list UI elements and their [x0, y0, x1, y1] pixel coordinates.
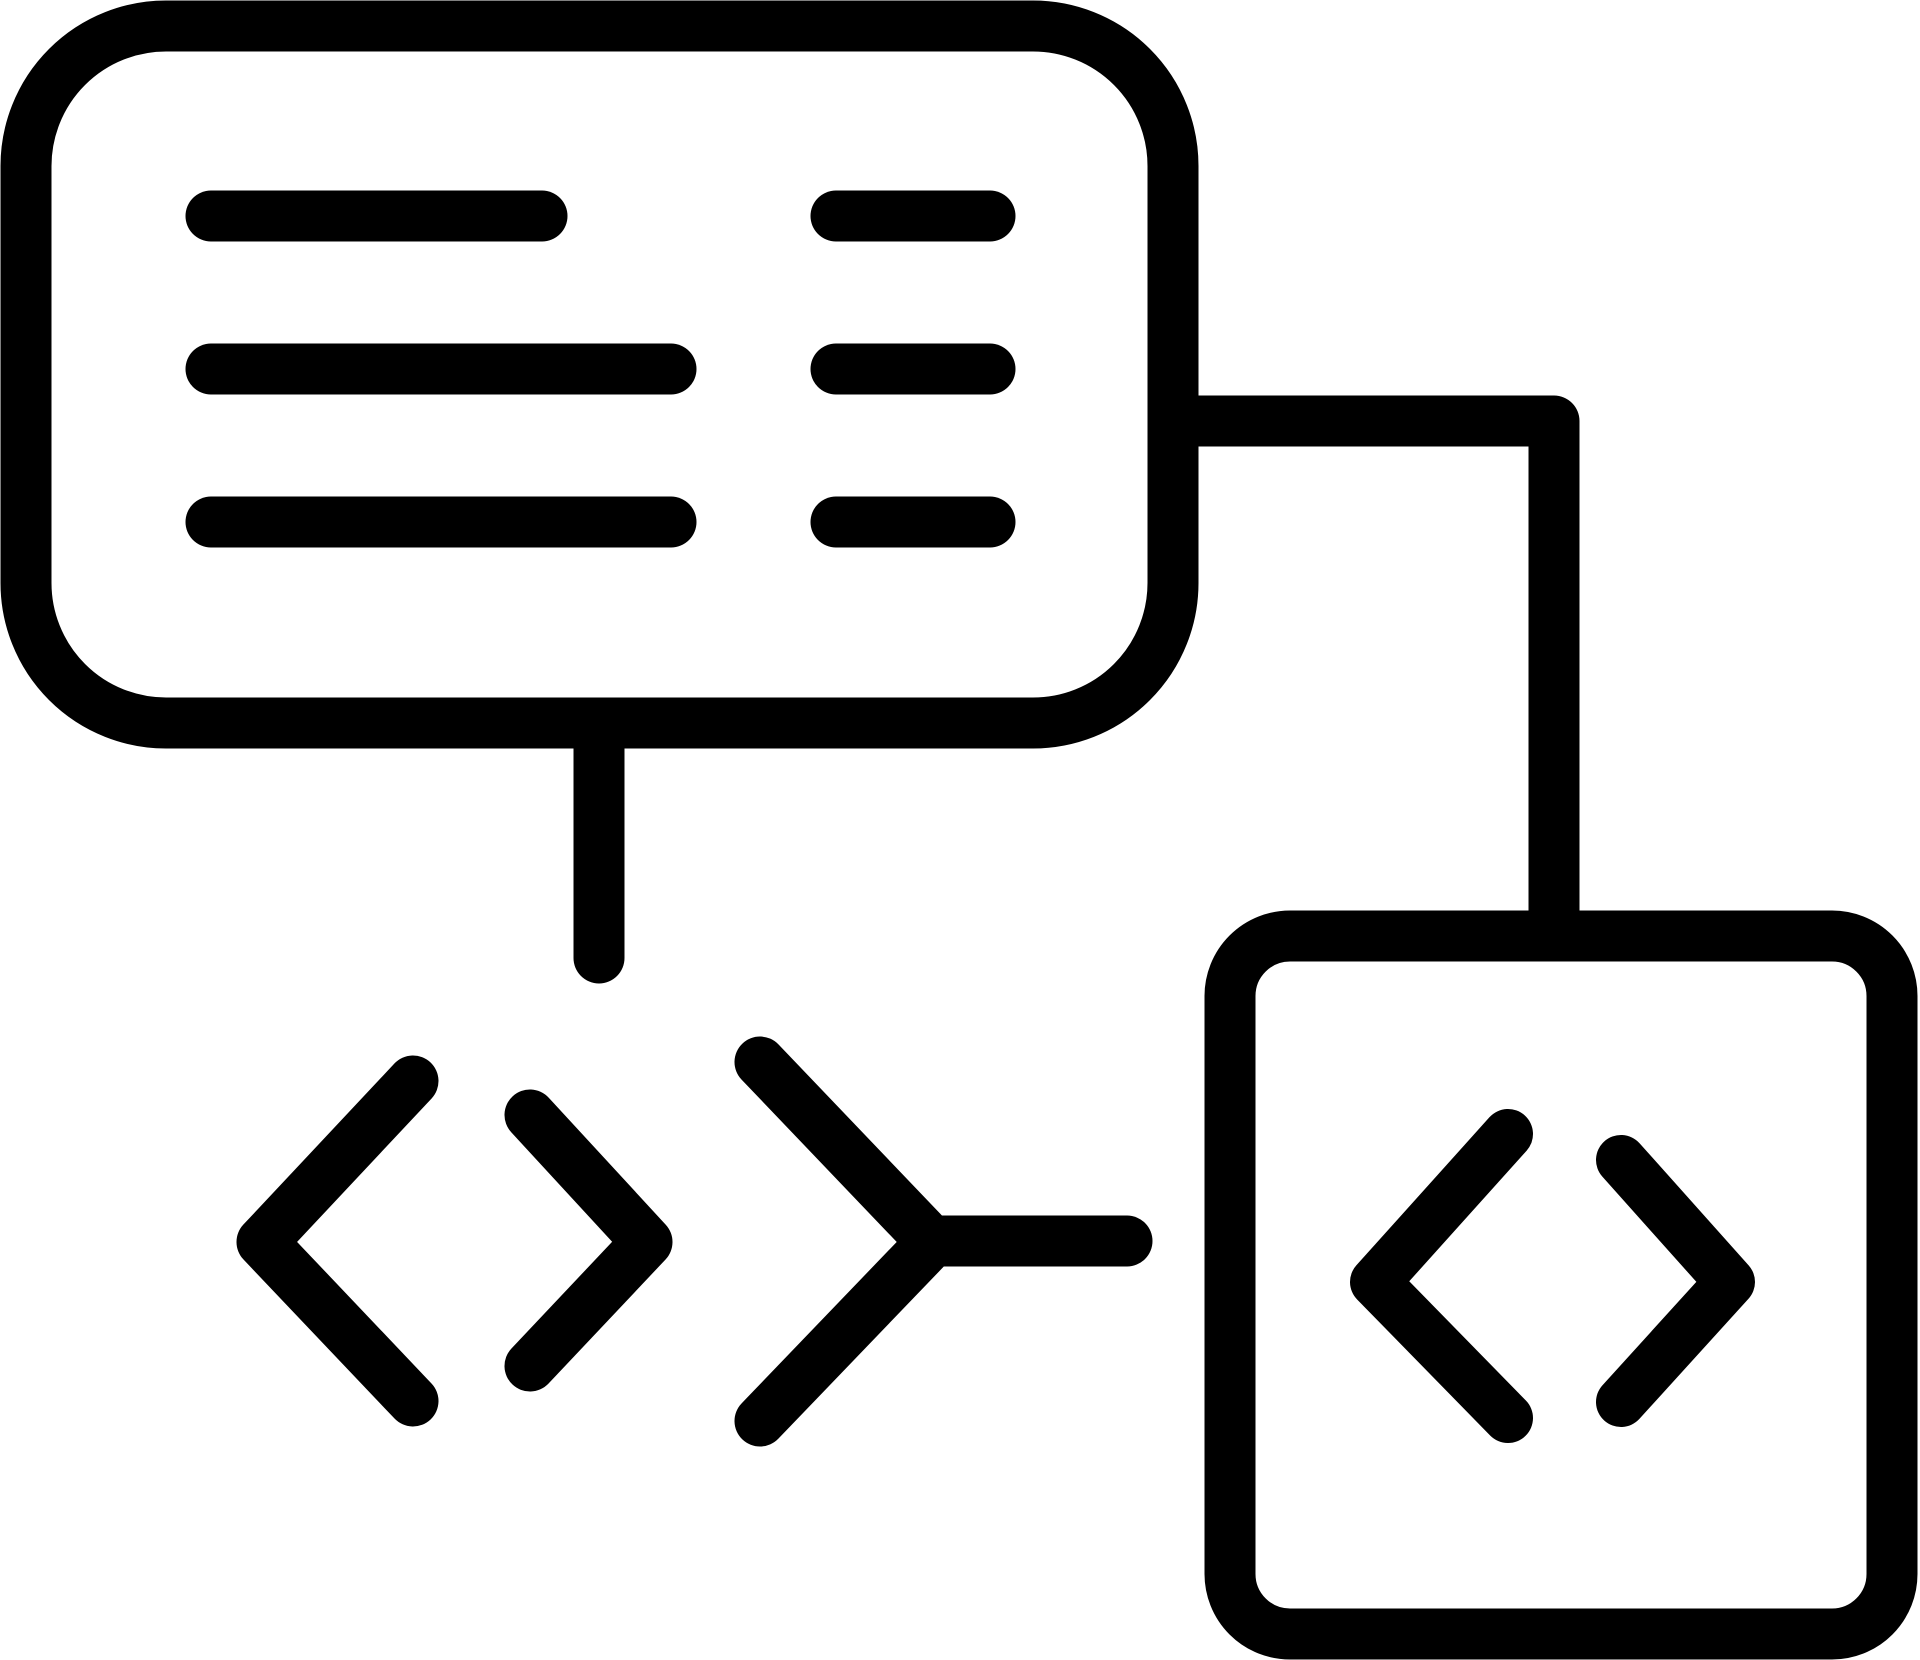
code-bracket-right-icon: [504, 1089, 673, 1392]
code-bracket-left-icon: [236, 1055, 439, 1427]
connector-panel-to-codebox: [1152, 395, 1580, 941]
code-arrow-right-icon: [734, 1036, 958, 1447]
codebox-bracket-left-icon: [1350, 1109, 1533, 1443]
codebox-bracket-right-icon: [1596, 1135, 1755, 1427]
code-box-outline: [1204, 910, 1918, 1660]
